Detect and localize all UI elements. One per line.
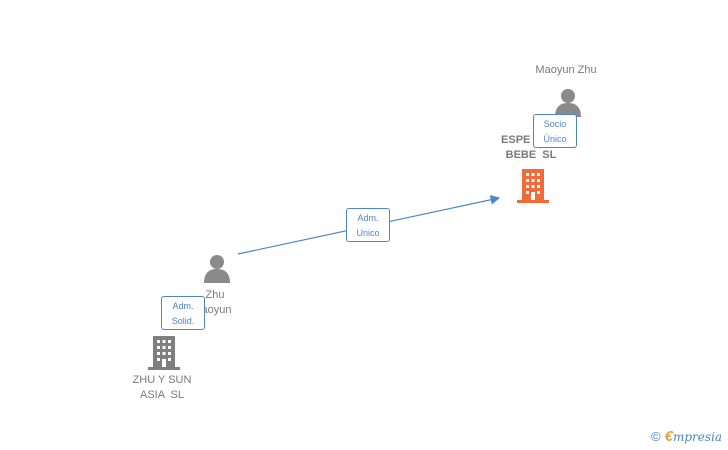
relation-adm-solid[interactable]: Adm. Solid. [161,296,205,330]
person-icon[interactable] [553,87,583,117]
brand-initial: € [664,428,673,445]
person-icon[interactable] [202,253,232,283]
copyright-icon: © [651,429,661,444]
person-label-zhu-maoyun[interactable]: Zhu aoyun [201,289,232,316]
building-icon-focus[interactable] [517,169,549,203]
building-icon[interactable] [148,336,180,370]
relation-adm-unico[interactable]: Adm. Unico [346,208,390,242]
brand-name: mpresia [672,430,722,444]
empresia-logo: ©€mpresia [651,428,722,445]
relation-socio-unico[interactable]: Socio Único [533,114,577,148]
person-label-maoyun-zhu[interactable]: Maoyun Zhu [535,64,597,76]
company-label-zhu-y-sun[interactable]: ZHU Y SUN ASIA SL [132,374,192,401]
company-label-espe-bebe[interactable]: ESPE BEBE SL [501,134,557,161]
